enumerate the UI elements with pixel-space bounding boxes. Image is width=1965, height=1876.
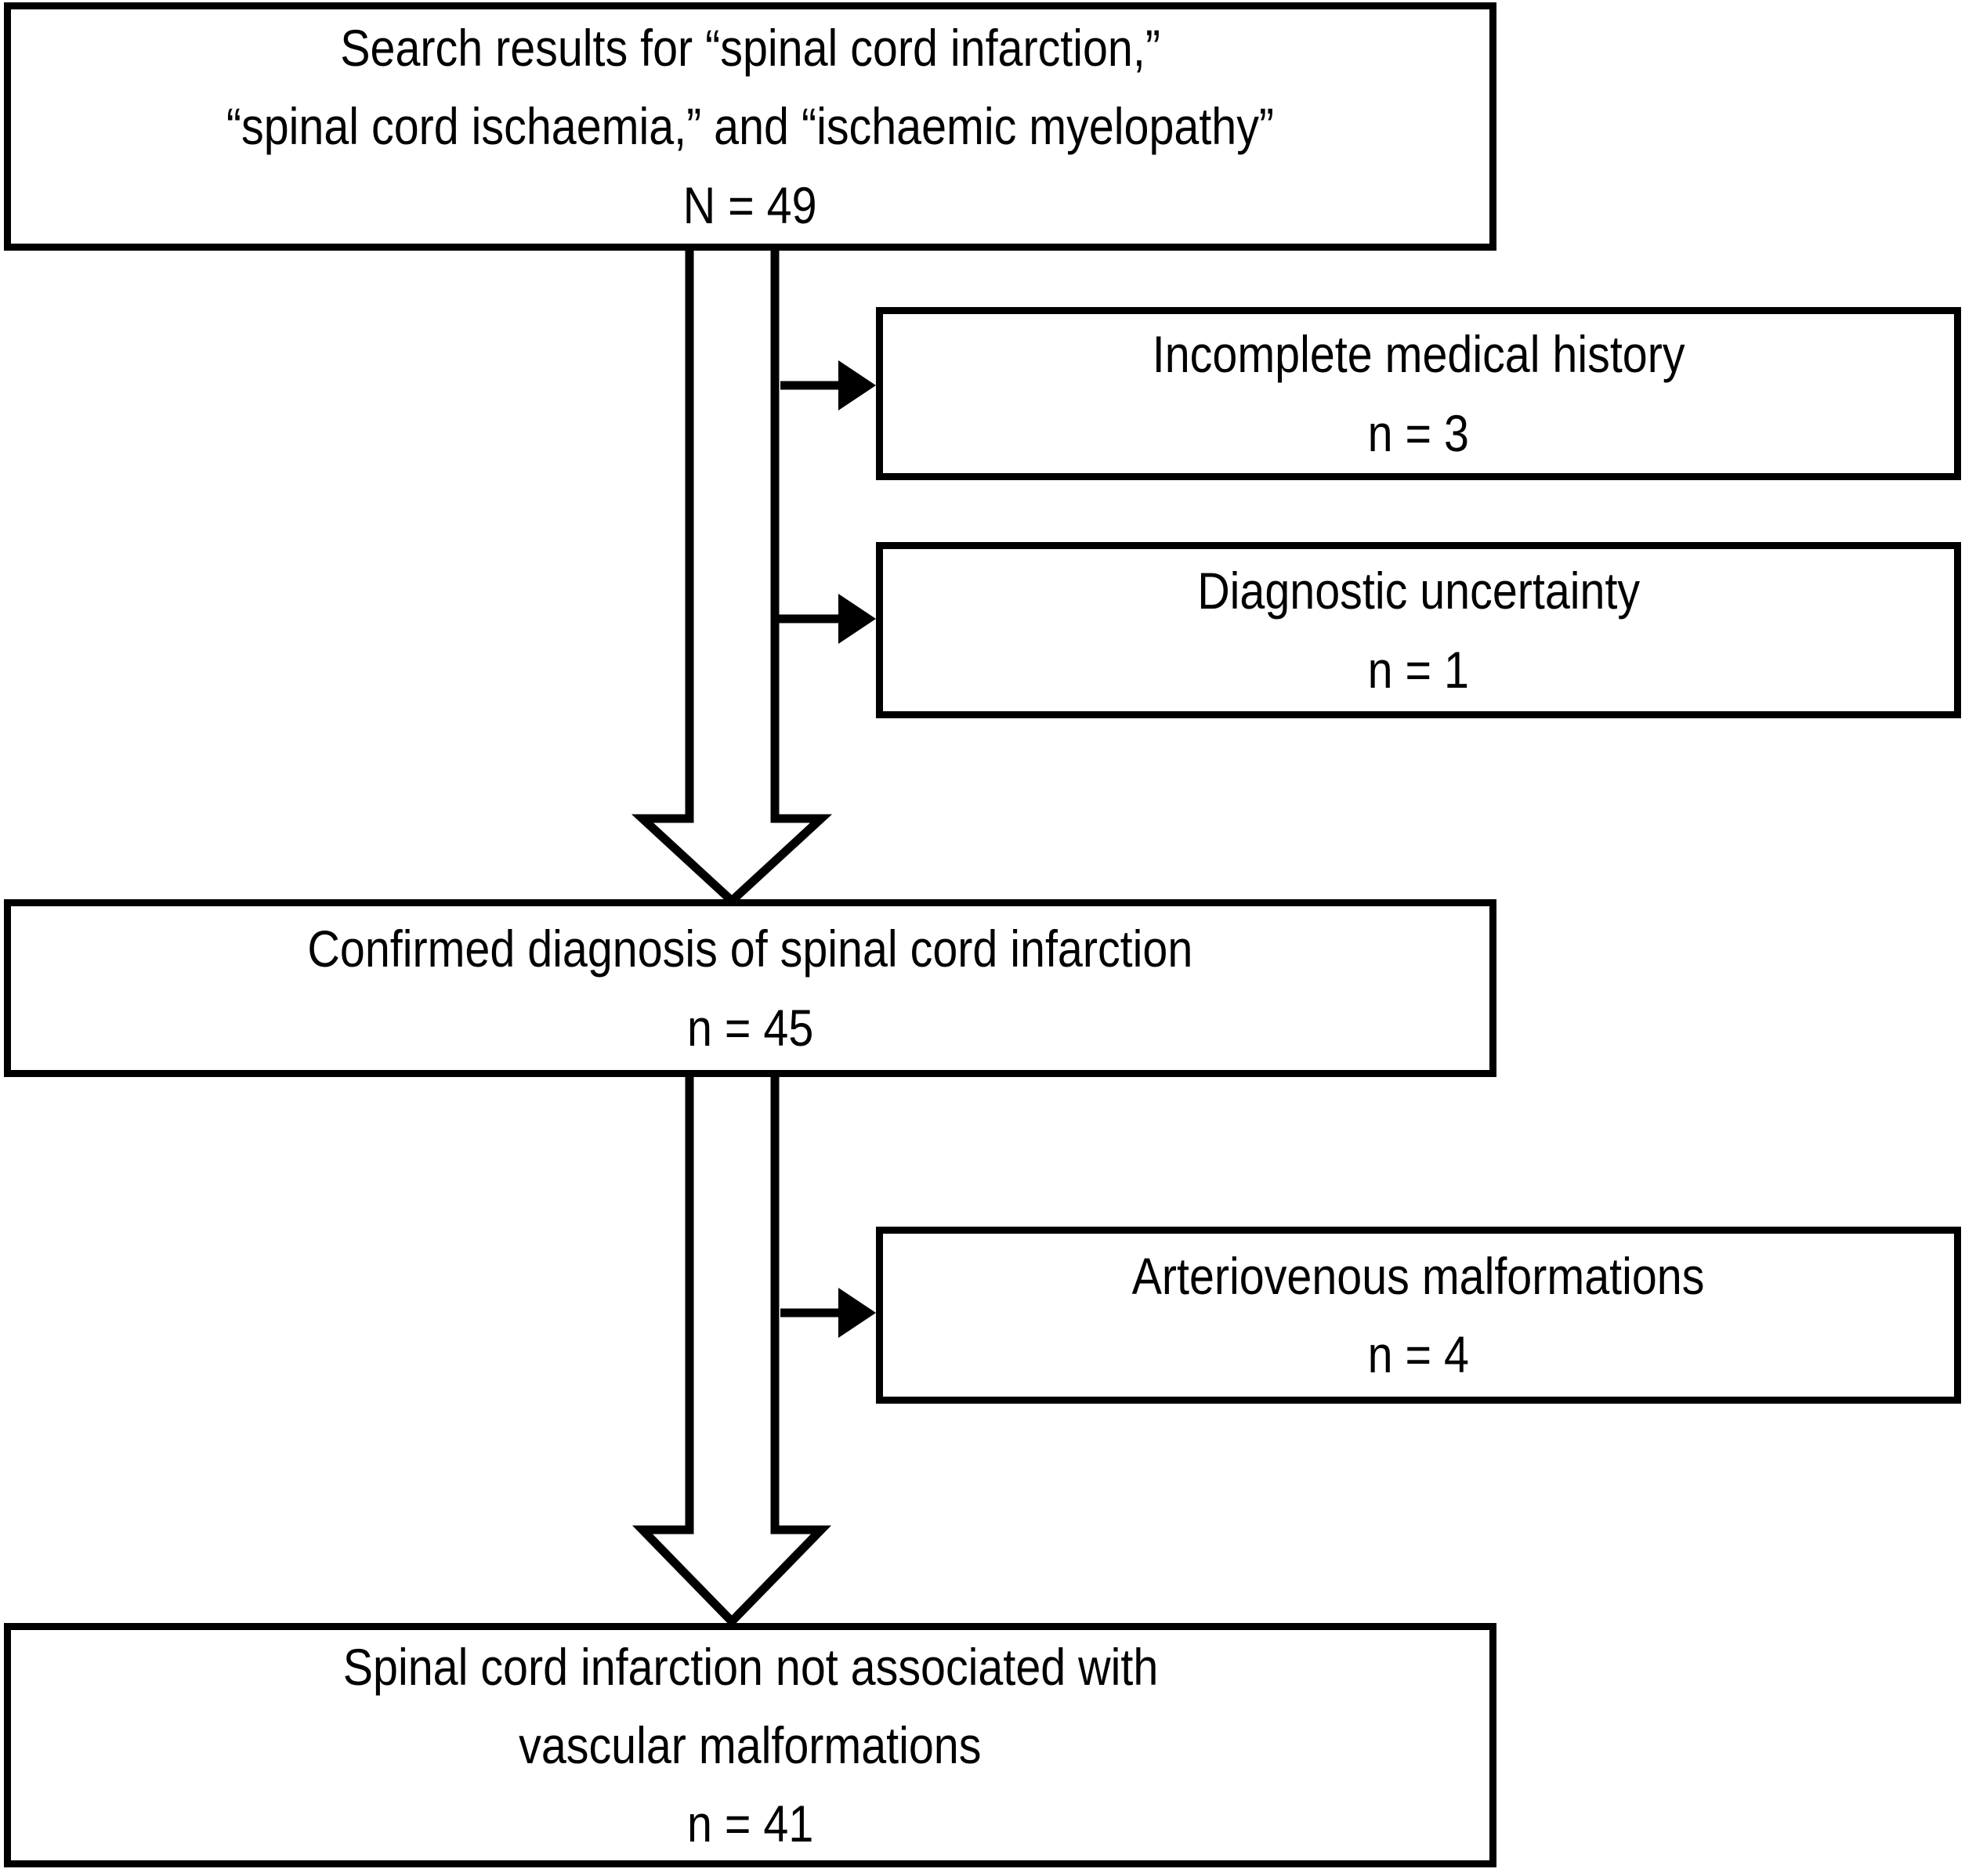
block-arrow-confirmed-to-final — [631, 1077, 832, 1628]
arrow-to-diagnostic-uncertainty — [775, 594, 876, 644]
block-arrow-search-to-confirmed — [631, 251, 833, 907]
node-confirmed-diagnosis: Confirmed diagnosis of spinal cord infar… — [4, 899, 1496, 1077]
node-search-results-line2: “spinal cord ischaemia,” and “ischaemic … — [226, 97, 1275, 156]
node-arteriovenous-malformations-label: Arteriovenous malformations — [1132, 1246, 1705, 1305]
node-incomplete-medical-history-label: Incomplete medical history — [1152, 325, 1685, 384]
node-arteriovenous-malformations-count: n = 4 — [1367, 1325, 1470, 1383]
arrow-to-arteriovenous-malformations — [780, 1288, 876, 1338]
node-confirmed-diagnosis-label: Confirmed diagnosis of spinal cord infar… — [307, 920, 1193, 978]
node-incomplete-medical-history-count: n = 3 — [1367, 403, 1470, 462]
node-incomplete-medical-history: Incomplete medical history n = 3 — [876, 307, 1961, 480]
node-final-cohort: Spinal cord infarction not associated wi… — [4, 1623, 1496, 1867]
node-search-results-line1: Search results for “spinal cord infarcti… — [340, 19, 1160, 78]
node-search-results: Search results for “spinal cord infarcti… — [4, 2, 1496, 251]
arrow-to-incomplete-medical-history — [780, 360, 876, 410]
node-diagnostic-uncertainty-label: Diagnostic uncertainty — [1197, 562, 1640, 620]
node-search-results-count: N = 49 — [683, 175, 817, 234]
node-final-cohort-count: n = 41 — [686, 1795, 814, 1853]
node-final-cohort-line1: Spinal cord infarction not associated wi… — [342, 1637, 1158, 1696]
node-diagnostic-uncertainty: Diagnostic uncertainty n = 1 — [876, 542, 1961, 718]
node-final-cohort-line2: vascular malformations — [519, 1715, 982, 1774]
node-confirmed-diagnosis-count: n = 45 — [686, 998, 814, 1057]
node-arteriovenous-malformations: Arteriovenous malformations n = 4 — [876, 1227, 1961, 1404]
node-diagnostic-uncertainty-count: n = 1 — [1367, 640, 1470, 699]
